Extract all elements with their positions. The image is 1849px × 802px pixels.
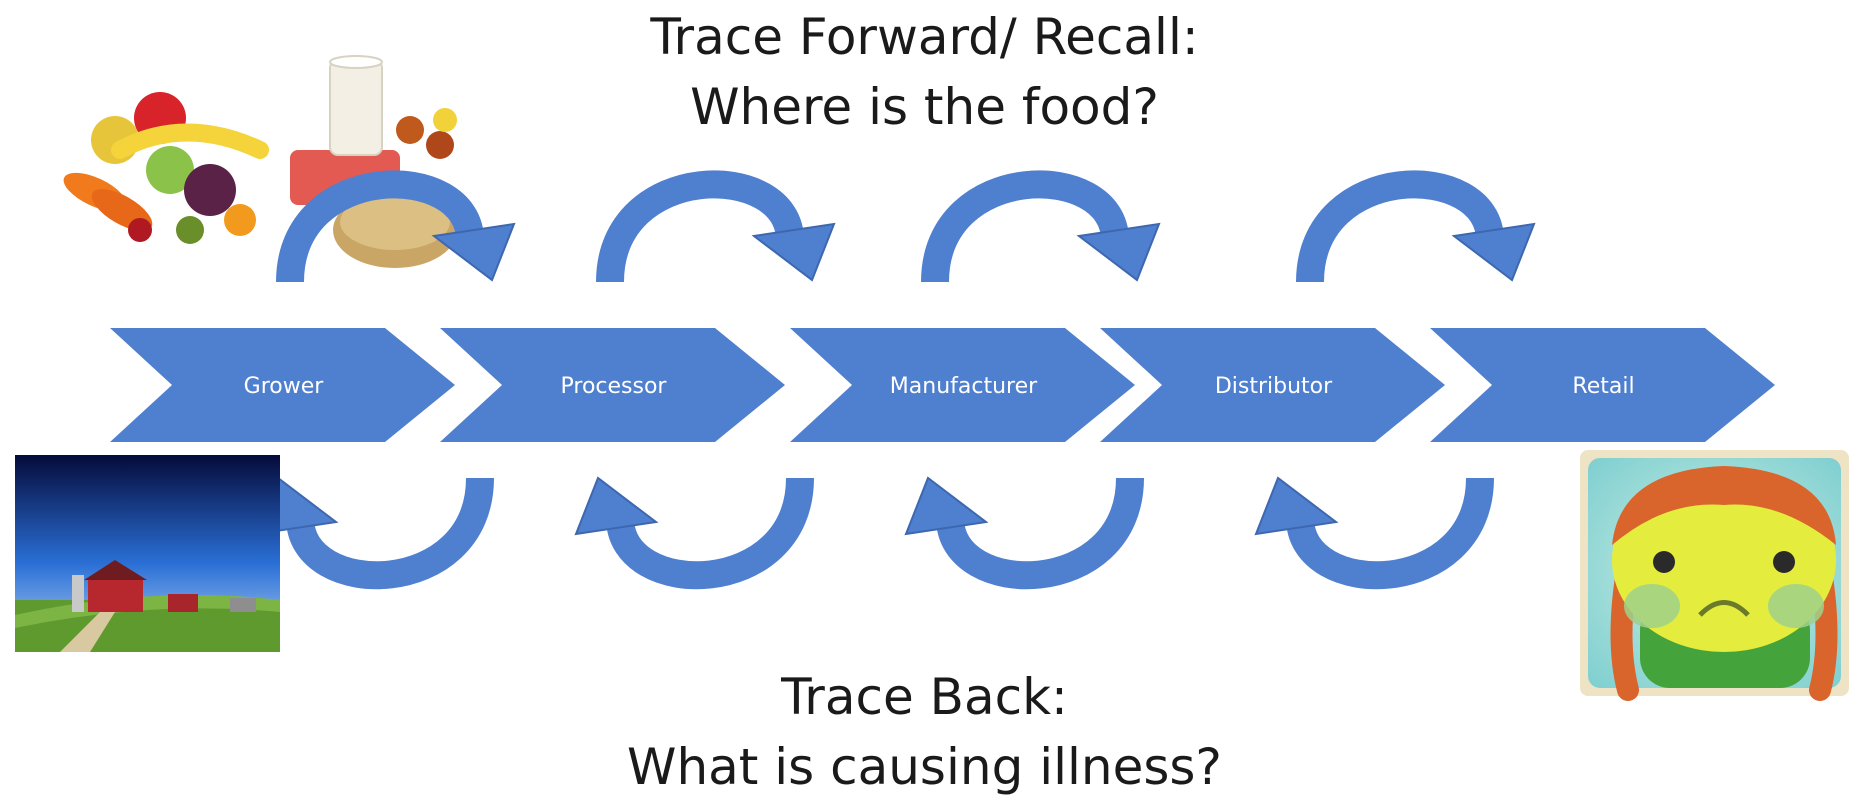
chevron-grower [110, 328, 455, 442]
chevron-label-grower: Grower [244, 374, 325, 399]
chevron-label-retail: Retail [1572, 374, 1634, 399]
forward-arrow-shaft [596, 170, 804, 283]
trace-forward-arrows [276, 170, 1536, 283]
back-arrow-shaft [936, 477, 1144, 590]
chevron-label-manufacturer: Manufacturer [890, 374, 1038, 399]
chevron-distributor [1100, 328, 1445, 442]
trace-forward-heading: Trace Forward/ Recall: Where is the food… [0, 2, 1849, 142]
back-arrow-shaft [1286, 477, 1494, 590]
forward-arrow-head [1451, 222, 1536, 282]
chevron-manufacturer [790, 328, 1135, 442]
chevron-label-distributor: Distributor [1215, 374, 1333, 399]
trace-back-heading: Trace Back: What is causing illness? [0, 662, 1849, 802]
back-arrow-shaft [286, 477, 494, 590]
farm-photo-image [15, 455, 280, 652]
chevron-retail [1430, 328, 1775, 442]
sick-child-image [1580, 450, 1849, 701]
forward-arrow-head [431, 222, 516, 282]
back-arrow-head [574, 476, 659, 536]
forward-arrow-shaft [921, 170, 1129, 283]
back-arrow-head [904, 476, 989, 536]
trace-forward-title: Trace Forward/ Recall: [650, 8, 1199, 66]
forward-arrow-head [1076, 222, 1161, 282]
forward-arrow-shaft [1296, 170, 1504, 283]
chevron-processor [440, 328, 785, 442]
trace-forward-question: Where is the food? [690, 78, 1159, 136]
trace-back-question: What is causing illness? [627, 738, 1222, 796]
forward-arrow-head [751, 222, 836, 282]
food-collage-image [63, 55, 457, 268]
chevron-label-processor: Processor [561, 374, 668, 399]
forward-arrow-shaft [276, 170, 484, 283]
supply-chain-chevrons: Grower Processor Manufacturer Distributor Re… [110, 328, 1775, 442]
back-arrow-shaft [606, 477, 814, 590]
trace-back-title: Trace Back: [781, 668, 1068, 726]
back-arrow-head [1254, 476, 1339, 536]
trace-back-arrows [254, 476, 1494, 590]
